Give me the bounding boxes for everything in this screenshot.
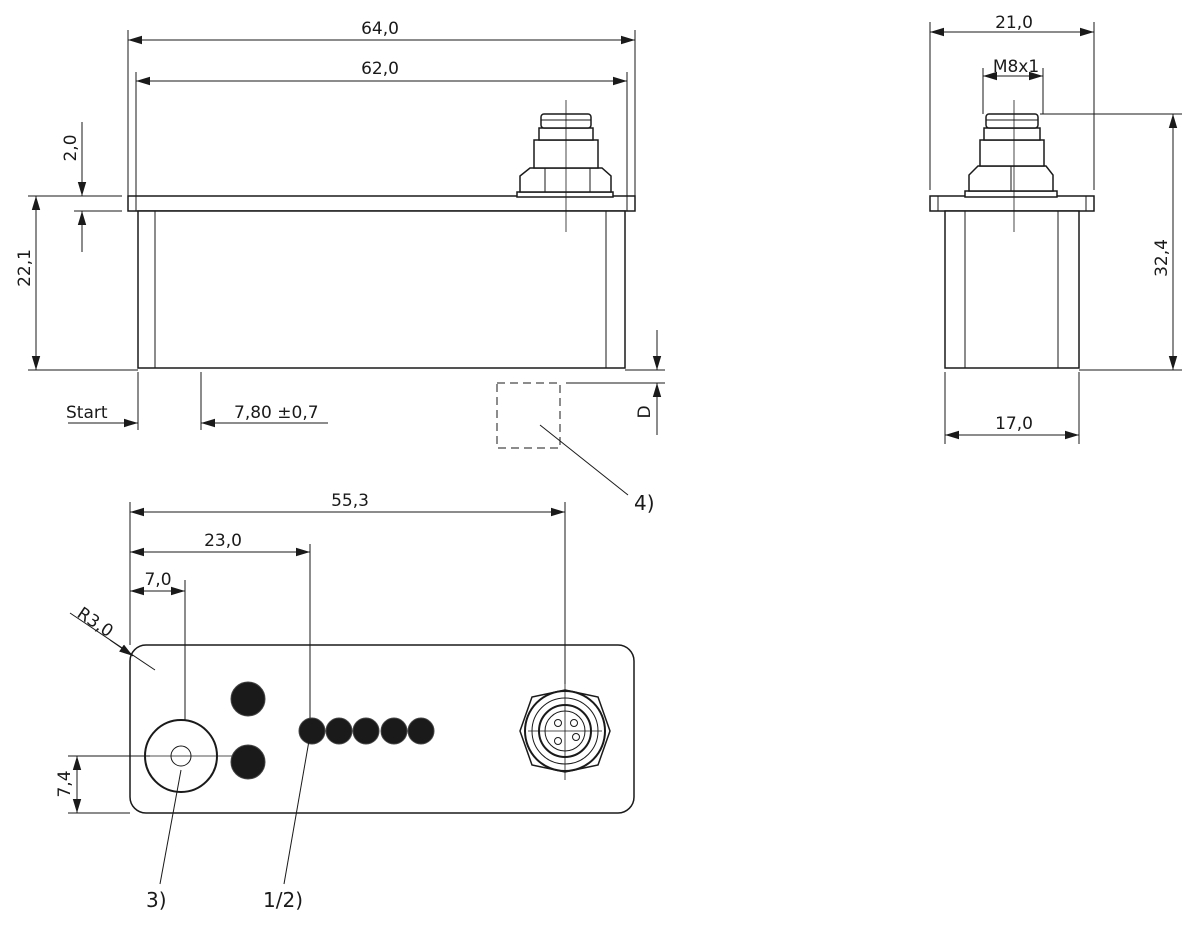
dim-start-offset: 7,80 ±0,7 xyxy=(234,403,319,423)
indicator-upper xyxy=(230,681,266,717)
led-4 xyxy=(380,717,408,745)
led-2 xyxy=(325,717,353,745)
dim-corner-radius: R3,0 xyxy=(73,604,116,642)
dim-front-overall-width: 64,0 xyxy=(361,19,399,39)
connector-top xyxy=(519,684,611,780)
dim-flange-thickness: 2,0 xyxy=(61,134,81,161)
callout-target: 4) xyxy=(634,491,655,515)
front-flange xyxy=(127,195,636,212)
dim-lens-height: 7,4 xyxy=(55,770,75,797)
led-1 xyxy=(298,717,326,745)
dim-side-total-height: 32,4 xyxy=(1152,239,1172,277)
indicator-lower xyxy=(230,744,266,780)
callout-lens: 3) xyxy=(146,888,167,912)
callout-leds: 1/2) xyxy=(263,888,303,912)
dim-body-height: 22,1 xyxy=(15,249,35,287)
side-housing xyxy=(944,210,1080,369)
led-5 xyxy=(407,717,435,745)
side-flange xyxy=(929,195,1095,212)
target-outline xyxy=(496,382,561,449)
led-3 xyxy=(352,717,380,745)
front-view: 64,0 62,0 2,0 22,1 Start 7,80 ±0,7 D 4) xyxy=(15,19,665,515)
side-connector xyxy=(964,100,1058,232)
front-housing xyxy=(137,210,626,369)
dim-lens-position: 7,0 xyxy=(144,570,171,590)
dim-led-position: 23,0 xyxy=(204,531,242,551)
dim-side-overall-width: 21,0 xyxy=(995,13,1033,33)
side-view: 21,0 M8x1 32,4 17,0 xyxy=(929,13,1182,444)
dim-side-body-width: 17,0 xyxy=(995,414,1033,434)
dim-thread: M8x1 xyxy=(993,57,1039,77)
top-view: 55,3 23,0 7,0 R3,0 7,4 3) 1/2) xyxy=(55,491,635,912)
dim-connector-position: 55,3 xyxy=(331,491,369,511)
front-connector xyxy=(516,100,614,232)
dim-distance-d: D xyxy=(635,405,655,418)
start-label: Start xyxy=(66,403,108,423)
dim-front-inner-width: 62,0 xyxy=(361,59,399,79)
